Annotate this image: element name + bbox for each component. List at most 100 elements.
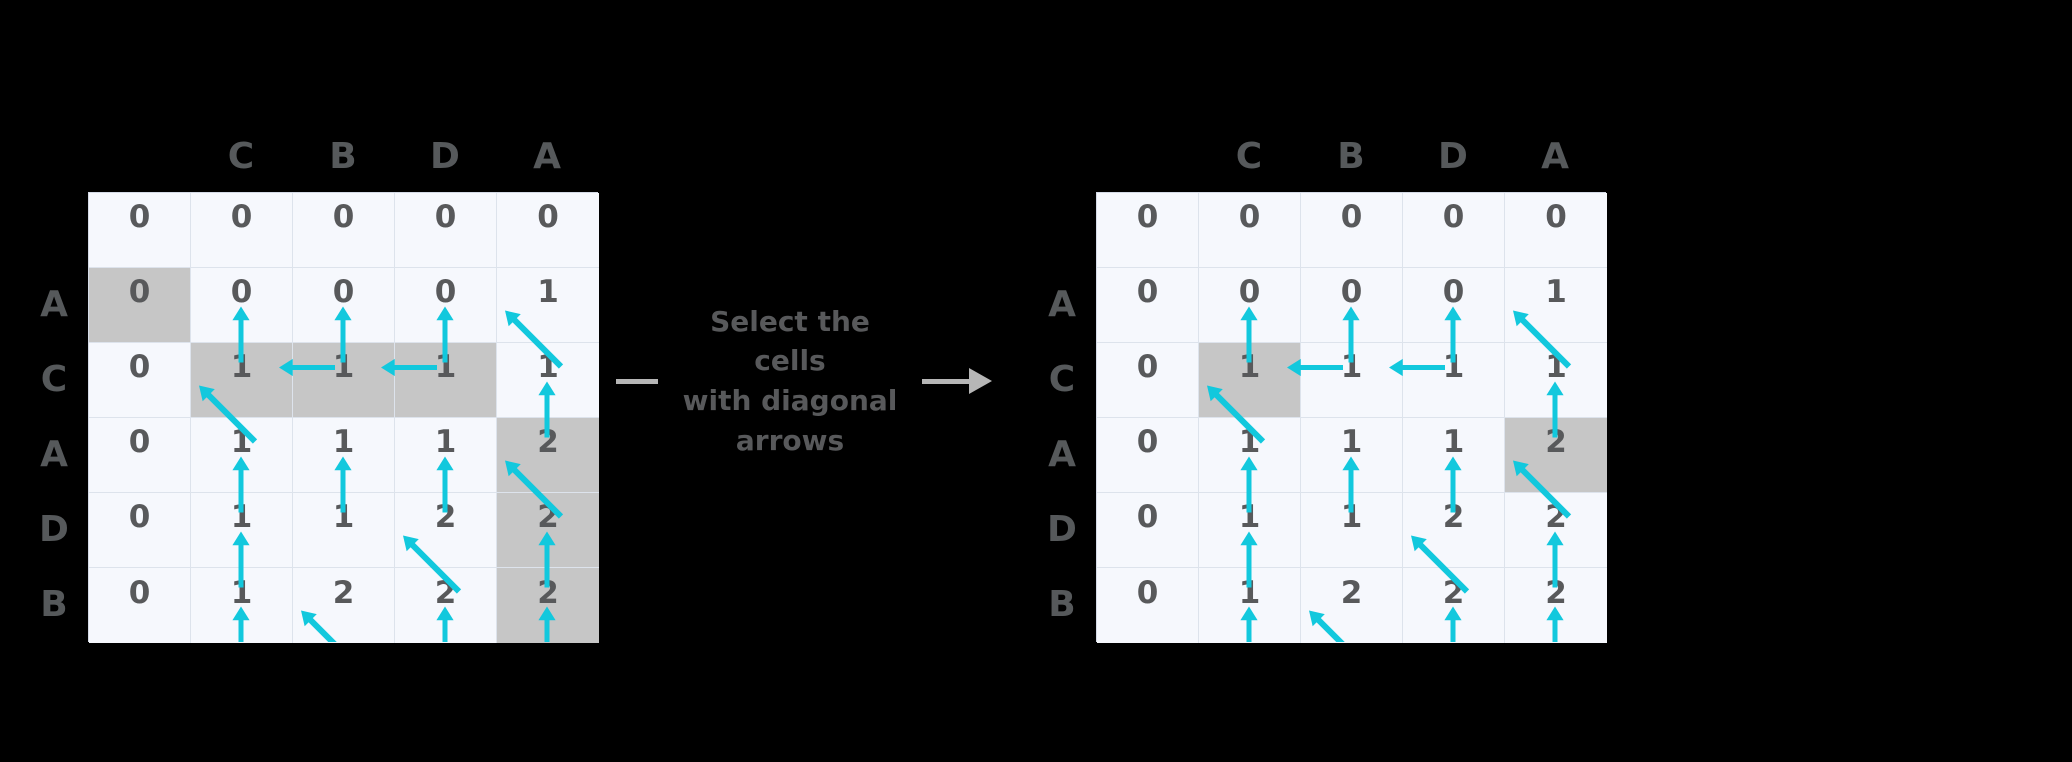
dp-cell-r0-c0[interactable]: 0 <box>89 193 191 268</box>
dp-cell-value: 0 <box>1136 274 1159 310</box>
dp-cell-r0-c4[interactable]: 0 <box>1505 193 1607 268</box>
caption-line-1: Select the cells <box>710 304 870 378</box>
dp-cell-r3-c3[interactable]: 1 <box>1403 418 1505 493</box>
connector-dash-icon <box>616 378 658 384</box>
dp-cell-r3-c4[interactable]: 2 <box>497 418 599 493</box>
dp-cell-r3-c1[interactable]: 1 <box>191 418 293 493</box>
row-header-1: A <box>1048 284 1076 325</box>
dp-cell-r5-c3[interactable]: 2 <box>1403 568 1505 643</box>
dp-cell-r5-c1[interactable]: 1 <box>191 568 293 643</box>
column-header-2: B <box>329 135 357 177</box>
arrow-right-icon <box>922 368 992 394</box>
dp-cell-r3-c4[interactable]: 2 <box>1505 418 1607 493</box>
dp-cell-r0-c2[interactable]: 0 <box>293 193 395 268</box>
dp-cell-r2-c4[interactable]: 1 <box>497 343 599 418</box>
dp-cell-value: 1 <box>230 499 253 535</box>
dp-cell-r2-c1[interactable]: 1 <box>191 343 293 418</box>
dp-cell-r2-c2[interactable]: 1 <box>1301 343 1403 418</box>
dp-cell-value: 1 <box>230 574 253 611</box>
dp-cell-r0-c2[interactable]: 0 <box>1301 193 1403 268</box>
dp-cell-r5-c4[interactable]: 2 <box>1505 568 1607 643</box>
dp-cell-r4-c3[interactable]: 2 <box>1403 493 1505 568</box>
dp-cell-r0-c1[interactable]: 0 <box>1199 193 1301 268</box>
dp-cell-value: 1 <box>1442 424 1465 460</box>
dp-cell-r5-c2[interactable]: 2 <box>293 568 395 643</box>
dp-cell-value: 0 <box>1238 274 1261 310</box>
caption-line-3: arrows <box>735 423 845 457</box>
dp-cell-value: 2 <box>537 424 559 460</box>
dp-cell-value: 0 <box>1442 199 1465 235</box>
dp-cell-r1-c3[interactable]: 0 <box>395 268 497 343</box>
dp-cell-r1-c1[interactable]: 0 <box>1199 268 1301 343</box>
dp-cell-value: 0 <box>128 574 151 611</box>
dp-cell-r1-c0[interactable]: 0 <box>89 268 191 343</box>
dp-cell-r2-c0[interactable]: 0 <box>1097 343 1199 418</box>
dp-cell-r1-c4[interactable]: 1 <box>497 268 599 343</box>
dp-cell-value: 0 <box>1136 349 1159 385</box>
arrow-shaft <box>922 378 969 384</box>
row-header-3: A <box>1048 434 1076 475</box>
dp-cell-r4-c1[interactable]: 1 <box>191 493 293 568</box>
dp-cell-value: 1 <box>230 424 253 460</box>
dp-cell-r3-c2[interactable]: 1 <box>293 418 395 493</box>
dp-cell-r1-c0[interactable]: 0 <box>1097 268 1199 343</box>
dp-cell-r2-c2[interactable]: 1 <box>293 343 395 418</box>
dp-cell-value: 2 <box>1545 499 1567 535</box>
column-header-2: B <box>1337 135 1365 177</box>
dp-cell-value: 1 <box>1238 349 1261 385</box>
dp-cell-value: 2 <box>434 499 457 535</box>
dp-cell-value: 0 <box>1545 199 1567 235</box>
dp-cell-r5-c1[interactable]: 1 <box>1199 568 1301 643</box>
dp-cell-r2-c0[interactable]: 0 <box>89 343 191 418</box>
dp-cell-value: 0 <box>128 424 151 460</box>
dp-cell-r4-c1[interactable]: 1 <box>1199 493 1301 568</box>
dp-cell-value: 2 <box>434 574 457 611</box>
dp-cell-value: 0 <box>1442 274 1465 310</box>
dp-cell-value: 1 <box>1545 274 1567 310</box>
dp-cell-r3-c1[interactable]: 1 <box>1199 418 1301 493</box>
dp-cell-r0-c4[interactable]: 0 <box>497 193 599 268</box>
dp-cell-r3-c3[interactable]: 1 <box>395 418 497 493</box>
dp-cell-value: 0 <box>1340 199 1363 235</box>
dp-cell-r1-c2[interactable]: 0 <box>1301 268 1403 343</box>
dp-cell-r0-c1[interactable]: 0 <box>191 193 293 268</box>
row-header-3: A <box>40 434 68 475</box>
dp-cell-r0-c0[interactable]: 0 <box>1097 193 1199 268</box>
dp-cell-r5-c3[interactable]: 2 <box>395 568 497 643</box>
dp-cell-r3-c0[interactable]: 0 <box>89 418 191 493</box>
column-header-3: D <box>1438 135 1468 177</box>
dp-cell-r5-c0[interactable]: 0 <box>1097 568 1199 643</box>
dp-cell-value: 0 <box>128 349 151 385</box>
dp-cell-r4-c4[interactable]: 2 <box>497 493 599 568</box>
dp-cell-r1-c2[interactable]: 0 <box>293 268 395 343</box>
dp-cell-r2-c1[interactable]: 1 <box>1199 343 1301 418</box>
dp-cell-r2-c4[interactable]: 1 <box>1505 343 1607 418</box>
arrow-head <box>969 368 992 394</box>
dp-cell-r5-c0[interactable]: 0 <box>89 568 191 643</box>
dp-cell-r4-c3[interactable]: 2 <box>395 493 497 568</box>
dp-cell-r5-c2[interactable]: 2 <box>1301 568 1403 643</box>
dp-cell-r1-c4[interactable]: 1 <box>1505 268 1607 343</box>
dp-cell-r4-c2[interactable]: 1 <box>1301 493 1403 568</box>
dp-cell-r5-c4[interactable]: 2 <box>497 568 599 643</box>
dp-cell-r1-c1[interactable]: 0 <box>191 268 293 343</box>
dp-cell-r4-c4[interactable]: 2 <box>1505 493 1607 568</box>
dp-cell-r2-c3[interactable]: 1 <box>395 343 497 418</box>
dp-cell-r4-c0[interactable]: 0 <box>89 493 191 568</box>
dp-cell-value: 1 <box>332 424 355 460</box>
dp-cell-r4-c0[interactable]: 0 <box>1097 493 1199 568</box>
dp-cell-r3-c2[interactable]: 1 <box>1301 418 1403 493</box>
dp-cell-r1-c3[interactable]: 0 <box>1403 268 1505 343</box>
dp-cell-r3-c0[interactable]: 0 <box>1097 418 1199 493</box>
dp-cell-value: 0 <box>434 274 457 310</box>
dp-cell-r0-c3[interactable]: 0 <box>1403 193 1505 268</box>
caption-line-2: with diagonal <box>682 384 898 417</box>
dp-cell-r0-c3[interactable]: 0 <box>395 193 497 268</box>
dp-cell-r2-c3[interactable]: 1 <box>1403 343 1505 418</box>
dp-cell-r4-c2[interactable]: 1 <box>293 493 395 568</box>
